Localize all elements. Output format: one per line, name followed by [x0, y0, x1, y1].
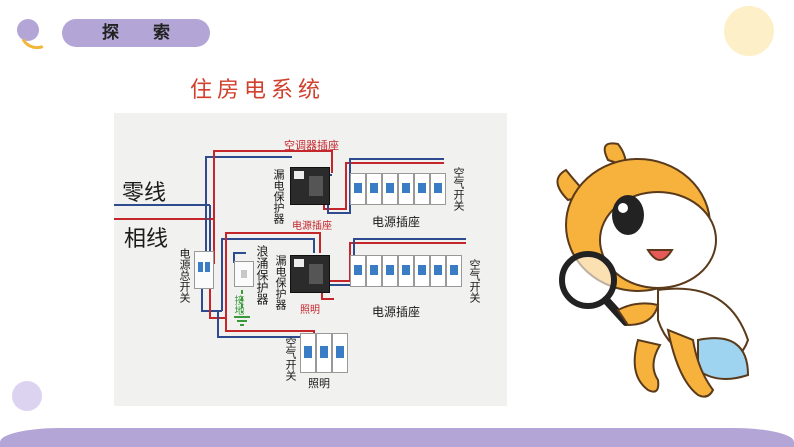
slide-title: 住房电系统 [190, 78, 326, 103]
lighting-bottom-label: 照明 [308, 377, 330, 390]
mascot-eye [612, 195, 644, 235]
power-socket-mid-label: 电源插座 [372, 305, 421, 319]
mascot-shorts [697, 337, 750, 380]
decor-purple-dot [17, 19, 39, 41]
main-switch-label: 电源总开关 [178, 248, 191, 303]
decor-yellow-circle [724, 6, 774, 56]
power-socket-top-label: 电源插座 [372, 215, 421, 229]
breaker-row-bottom [300, 333, 348, 373]
mascot-arm [616, 302, 660, 327]
air-switch-mid-label: 空气开关 [468, 259, 481, 303]
decor-purple-circle [12, 381, 42, 411]
leakage-protector-mid [290, 255, 330, 293]
wiring-diagram: 电源总开关 零线 相线 空调器插座 漏电保护器 [114, 113, 507, 406]
leakage-protector-top [290, 167, 330, 205]
phase-line-label: 相线 [124, 227, 169, 252]
mascot-illustration [556, 142, 750, 398]
main-switch [194, 251, 214, 289]
leakage-protector-mid-label: 漏电保护器 [274, 255, 287, 310]
ac-socket-label: 空调器插座 [284, 139, 339, 152]
magnifier-icon [559, 251, 617, 309]
breaker-row-top [350, 173, 446, 205]
ground-label: 接地 [232, 295, 243, 315]
bottom-bar [0, 428, 794, 447]
zero-line-label: 零线 [122, 181, 167, 206]
breaker-row-mid [350, 255, 466, 287]
power-socket-small-label: 电源插座 [292, 221, 332, 232]
mascot-mouth [646, 249, 674, 261]
air-switch-top-label: 空气开关 [452, 167, 465, 211]
surge-protector [234, 261, 254, 287]
lighting-mid-label: 照明 [300, 305, 320, 316]
section-tag: 探 索 [62, 19, 210, 47]
mascot-leg [666, 328, 715, 398]
section-tag-label: 探 索 [102, 23, 184, 43]
surge-protector-label: 浪涌保护器 [255, 245, 269, 305]
air-switch-bottom-label: 空气开关 [284, 337, 297, 381]
leakage-protector-top-label: 漏电保护器 [272, 169, 285, 224]
